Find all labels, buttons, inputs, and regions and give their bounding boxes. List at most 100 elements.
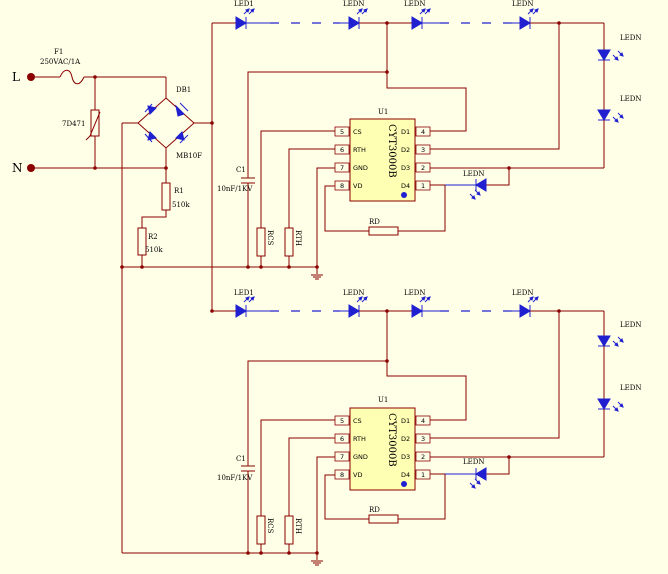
- led-1-4: [519, 16, 531, 30]
- led-label-1-3: LEDN: [404, 0, 426, 8]
- bridge-ref: DB1: [176, 86, 191, 94]
- svg-text:D4: D4: [401, 471, 410, 479]
- svg-text:4: 4: [421, 128, 425, 136]
- svg-text:RTH: RTH: [353, 435, 366, 443]
- svg-text:7: 7: [340, 453, 344, 461]
- svg-text:LEDN: LEDN: [404, 289, 426, 297]
- svg-text:LEDN: LEDN: [463, 458, 485, 466]
- svg-text:3: 3: [421, 146, 425, 154]
- svg-text:LED1: LED1: [234, 289, 254, 297]
- cap-c1-stage-2: C1 10nF/1KV: [217, 455, 255, 553]
- r2-value: 510k: [145, 246, 163, 254]
- neutral-terminal: [27, 164, 35, 172]
- svg-text:VD: VD: [353, 182, 362, 190]
- bridge-rectifier: DB1 MB10F: [120, 76, 214, 553]
- svg-text:LEDN: LEDN: [343, 289, 365, 297]
- svg-text:RCS: RCS: [266, 230, 274, 246]
- svg-text:10nF/1KV: 10nF/1KV: [217, 185, 253, 193]
- svg-text:LEDN: LEDN: [512, 289, 534, 297]
- svg-text:D1: D1: [401, 417, 410, 425]
- led-string-side-1: LEDN LEDN: [597, 23, 642, 168]
- led-d4-1: LEDN: [445, 170, 487, 200]
- led-1-1: [235, 16, 247, 30]
- rth-resistor-2: [284, 515, 294, 545]
- led-label-1-1: LED1: [234, 0, 254, 8]
- svg-text:8: 8: [340, 182, 344, 190]
- led-side-label-1-1: LEDN: [620, 34, 642, 42]
- svg-text:3: 3: [421, 435, 425, 443]
- driver-stage-1: LED1 LEDN LEDN LEDN: [212, 0, 642, 280]
- stage-2-wiring: [246, 311, 604, 566]
- rcs-resistor-1: [256, 227, 266, 257]
- svg-text:10nF/1KV: 10nF/1KV: [217, 474, 253, 482]
- input-section: L N F1 250VAC/1A 7D471: [12, 48, 166, 175]
- svg-text:8: 8: [340, 471, 344, 479]
- led-1-2: [348, 16, 360, 30]
- svg-text:D3: D3: [401, 453, 410, 461]
- rth-resistor-1: [284, 227, 294, 257]
- svg-text:RD: RD: [369, 218, 380, 226]
- ic-body: [349, 118, 416, 202]
- led-label-1-2: LEDN: [343, 0, 365, 8]
- rcs-resistor-2: [256, 515, 266, 545]
- svg-text:D2: D2: [401, 435, 410, 443]
- ic-ref: U1: [378, 108, 388, 116]
- svg-text:RTH: RTH: [294, 230, 302, 246]
- led-side-label-1-2: LEDN: [620, 95, 642, 103]
- led-side-1-2: [597, 109, 611, 121]
- svg-text:2: 2: [421, 164, 425, 172]
- svg-text:CS: CS: [353, 417, 362, 425]
- svg-text:1: 1: [421, 182, 425, 190]
- led-1-3: [411, 16, 423, 30]
- svg-text:GND: GND: [353, 453, 368, 461]
- line-terminal: [27, 73, 35, 81]
- fuse-value: 250VAC/1A: [40, 58, 81, 66]
- varistor-ref: 7D471: [62, 120, 85, 128]
- bridge-value: MB10F: [176, 152, 202, 160]
- r1-resistor: [161, 182, 171, 211]
- svg-text:CYT3000B: CYT3000B: [386, 413, 397, 467]
- stage-1-wiring: [246, 23, 604, 280]
- svg-text:CS: CS: [353, 128, 362, 136]
- svg-text:D4: D4: [401, 182, 410, 190]
- svg-text:2: 2: [421, 453, 425, 461]
- led-d4-2: LEDN: [445, 458, 487, 489]
- neutral-label: N: [12, 161, 23, 175]
- svg-text:U1: U1: [378, 396, 388, 404]
- svg-text:C1: C1: [236, 455, 246, 463]
- line-label: L: [12, 70, 20, 84]
- svg-text:D2: D2: [401, 146, 410, 154]
- led-string-top-2: LED1 LEDN LEDN LEDN: [210, 289, 604, 318]
- r1-value: 510k: [172, 201, 190, 209]
- svg-text:LEDN: LEDN: [463, 170, 485, 178]
- rd-resistor-1: [368, 226, 399, 236]
- svg-text:6: 6: [340, 435, 344, 443]
- svg-text:6: 6: [340, 146, 344, 154]
- fuse-symbol: [59, 69, 85, 85]
- svg-text:4: 4: [421, 417, 425, 425]
- r1-ref: R1: [174, 187, 184, 195]
- svg-text:RCS: RCS: [266, 518, 274, 534]
- svg-text:LEDN: LEDN: [620, 321, 642, 329]
- svg-text:RTH: RTH: [353, 146, 366, 154]
- divider-resistors: R1 510k R2 510k: [137, 166, 190, 269]
- svg-text:1: 1: [421, 471, 425, 479]
- led-string-top-1: LED1 LEDN LEDN LEDN: [212, 0, 604, 30]
- svg-text:VD: VD: [353, 471, 362, 479]
- svg-text:C1: C1: [236, 166, 246, 174]
- led-side-1-1: [597, 49, 611, 61]
- svg-text:D3: D3: [401, 164, 410, 172]
- r2-ref: R2: [148, 233, 158, 241]
- svg-text:RTH: RTH: [294, 518, 302, 534]
- led-string-side-2: LEDN LEDN: [597, 311, 642, 457]
- cap-c1-stage-1: C1 10nF/1KV: [217, 166, 255, 267]
- ic-part: CYT3000B: [386, 124, 397, 178]
- rd-resistor-2: [368, 514, 399, 524]
- svg-text:RD: RD: [369, 506, 380, 514]
- svg-text:GND: GND: [353, 164, 368, 172]
- svg-text:5: 5: [340, 417, 344, 425]
- svg-text:LEDN: LEDN: [620, 384, 642, 392]
